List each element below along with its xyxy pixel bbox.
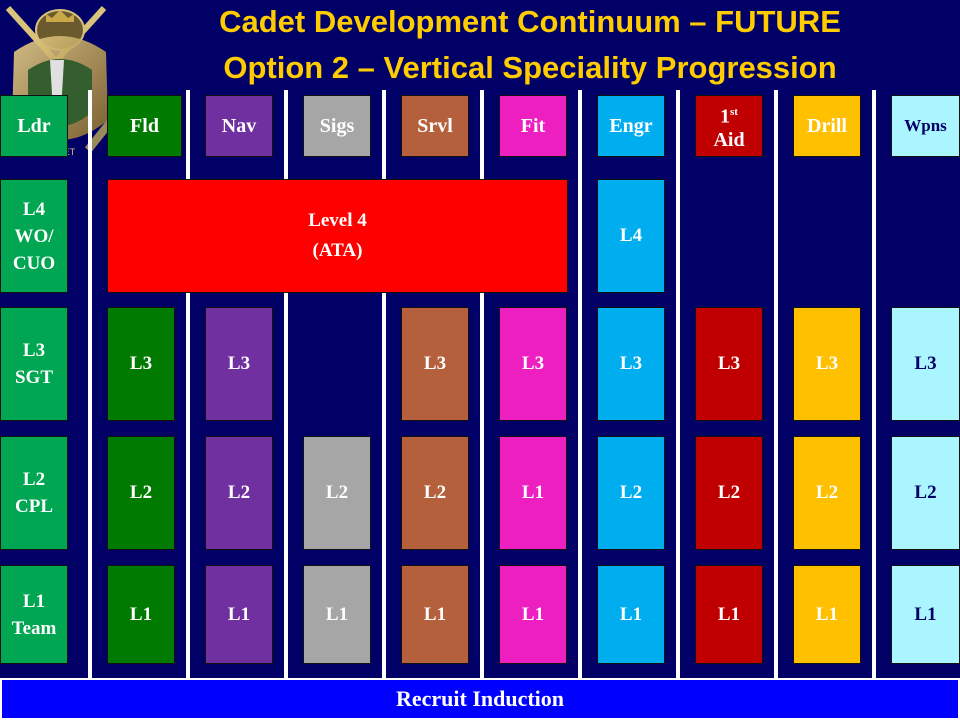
cell-engr-l3: L3 xyxy=(597,307,665,421)
cell-drill-l2: L2 xyxy=(793,436,861,550)
level-4-line-2: (ATA) xyxy=(312,240,363,261)
cell-fit-l3: L3 xyxy=(499,307,567,421)
column-divider xyxy=(676,90,680,678)
header-fld: Fld xyxy=(107,95,182,157)
header-sigs: Sigs xyxy=(303,95,371,157)
rank-label-l3: L3 SGT xyxy=(0,307,68,421)
recruit-induction-bar: Recruit Induction xyxy=(0,678,960,720)
column-divider xyxy=(774,90,778,678)
title-line-1: Cadet Development Continuum – FUTURE xyxy=(219,4,841,39)
cell-first-aid-l1: L1 xyxy=(695,565,763,664)
header-ldr: Ldr xyxy=(0,95,68,157)
column-divider xyxy=(186,90,190,678)
header-engr: Engr xyxy=(597,95,665,157)
cell-drill-l3: L3 xyxy=(793,307,861,421)
cell-wpns-l1: L1 xyxy=(891,565,960,664)
cell-nav-l2: L2 xyxy=(205,436,273,550)
cell-srvl-l1: L1 xyxy=(401,565,469,664)
cell-first-aid-l2: L2 xyxy=(695,436,763,550)
column-divider xyxy=(480,90,484,678)
level-4-ata-block: Level 4 (ATA) xyxy=(107,179,568,293)
cell-fld-l1: L1 xyxy=(107,565,175,664)
cell-engr-l4: L4 xyxy=(597,179,665,293)
rank-label-l2: L2 CPL xyxy=(0,436,68,550)
cell-sigs-l1: L1 xyxy=(303,565,371,664)
column-divider xyxy=(578,90,582,678)
cell-fld-l2: L2 xyxy=(107,436,175,550)
cell-wpns-l2: L2 xyxy=(891,436,960,550)
first-aid-number: 1st xyxy=(720,105,738,128)
cell-fit-l2: L1 xyxy=(499,436,567,550)
column-divider xyxy=(872,90,876,678)
title-line-2: Option 2 – Vertical Speciality Progressi… xyxy=(223,50,837,85)
header-wpns: Wpns xyxy=(891,95,960,157)
cell-srvl-l2: L2 xyxy=(401,436,469,550)
cell-first-aid-l3: L3 xyxy=(695,307,763,421)
cell-sigs-l2: L2 xyxy=(303,436,371,550)
cell-wpns-l3: L3 xyxy=(891,307,960,421)
cell-engr-l1: L1 xyxy=(597,565,665,664)
header-srvl: Srvl xyxy=(401,95,469,157)
column-divider xyxy=(284,90,288,678)
cell-engr-l2: L2 xyxy=(597,436,665,550)
header-drill: Drill xyxy=(793,95,861,157)
cell-fit-l1: L1 xyxy=(499,565,567,664)
column-divider xyxy=(382,90,386,678)
cell-nav-l3: L3 xyxy=(205,307,273,421)
rank-label-l1: L1 Team xyxy=(0,565,68,664)
cell-nav-l1: L1 xyxy=(205,565,273,664)
first-aid-word: Aid xyxy=(713,129,745,152)
rank-label-l4: L4 WO/ CUO xyxy=(0,179,68,293)
cell-fld-l3: L3 xyxy=(107,307,175,421)
cell-drill-l1: L1 xyxy=(793,565,861,664)
header-nav: Nav xyxy=(205,95,273,157)
header-first-aid: 1st Aid xyxy=(695,95,763,157)
column-divider xyxy=(88,90,92,678)
cell-srvl-l3: L3 xyxy=(401,307,469,421)
level-4-line-1: Level 4 xyxy=(308,210,367,231)
header-fit: Fit xyxy=(499,95,567,157)
